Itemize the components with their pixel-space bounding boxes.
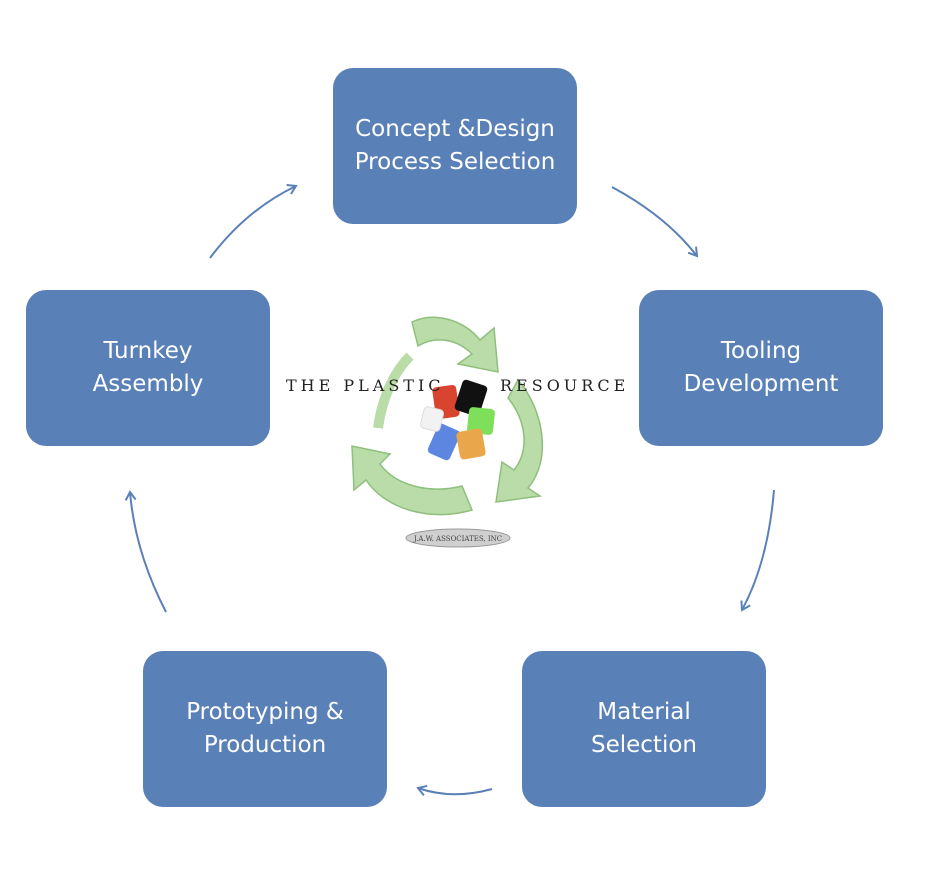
logo-text-left: THE PLASTIC xyxy=(286,376,445,395)
node-material-selection-label: Material Selection xyxy=(591,699,697,758)
arrow-tooling-to-material xyxy=(740,489,775,612)
logo-badge xyxy=(405,528,511,548)
node-tooling-development-label: Tooling Development xyxy=(683,338,839,397)
node-concept-design: Concept &Design Process Selection xyxy=(333,68,577,224)
node-turnkey-assembly: Turnkey Assembly xyxy=(26,290,270,446)
node-turnkey-assembly-label: Turnkey Assembly xyxy=(92,338,204,397)
arrow-prototyping-to-turnkey xyxy=(124,490,167,613)
node-concept-design-label: Concept &Design Process Selection xyxy=(354,116,556,175)
node-prototyping-production-label: Prototyping & Production xyxy=(186,699,344,758)
plastic-resource-logo: J.A.W. ASSOCIATES, INC THE PLASTIC RESOU… xyxy=(282,310,630,550)
logo-text-right: RESOURCE xyxy=(500,376,630,395)
logo-badge-text: J.A.W. ASSOCIATES, INC xyxy=(413,535,502,543)
node-tooling-development: Tooling Development xyxy=(639,290,883,446)
recycle-icon: J.A.W. ASSOCIATES, INC xyxy=(351,316,544,548)
arrow-turnkey-to-concept xyxy=(209,183,298,259)
node-material-selection: Material Selection xyxy=(522,651,766,807)
arrow-material-to-prototyping xyxy=(416,784,493,796)
node-prototyping-production: Prototyping & Production xyxy=(143,651,387,807)
arrow-concept-to-tooling xyxy=(611,186,699,258)
